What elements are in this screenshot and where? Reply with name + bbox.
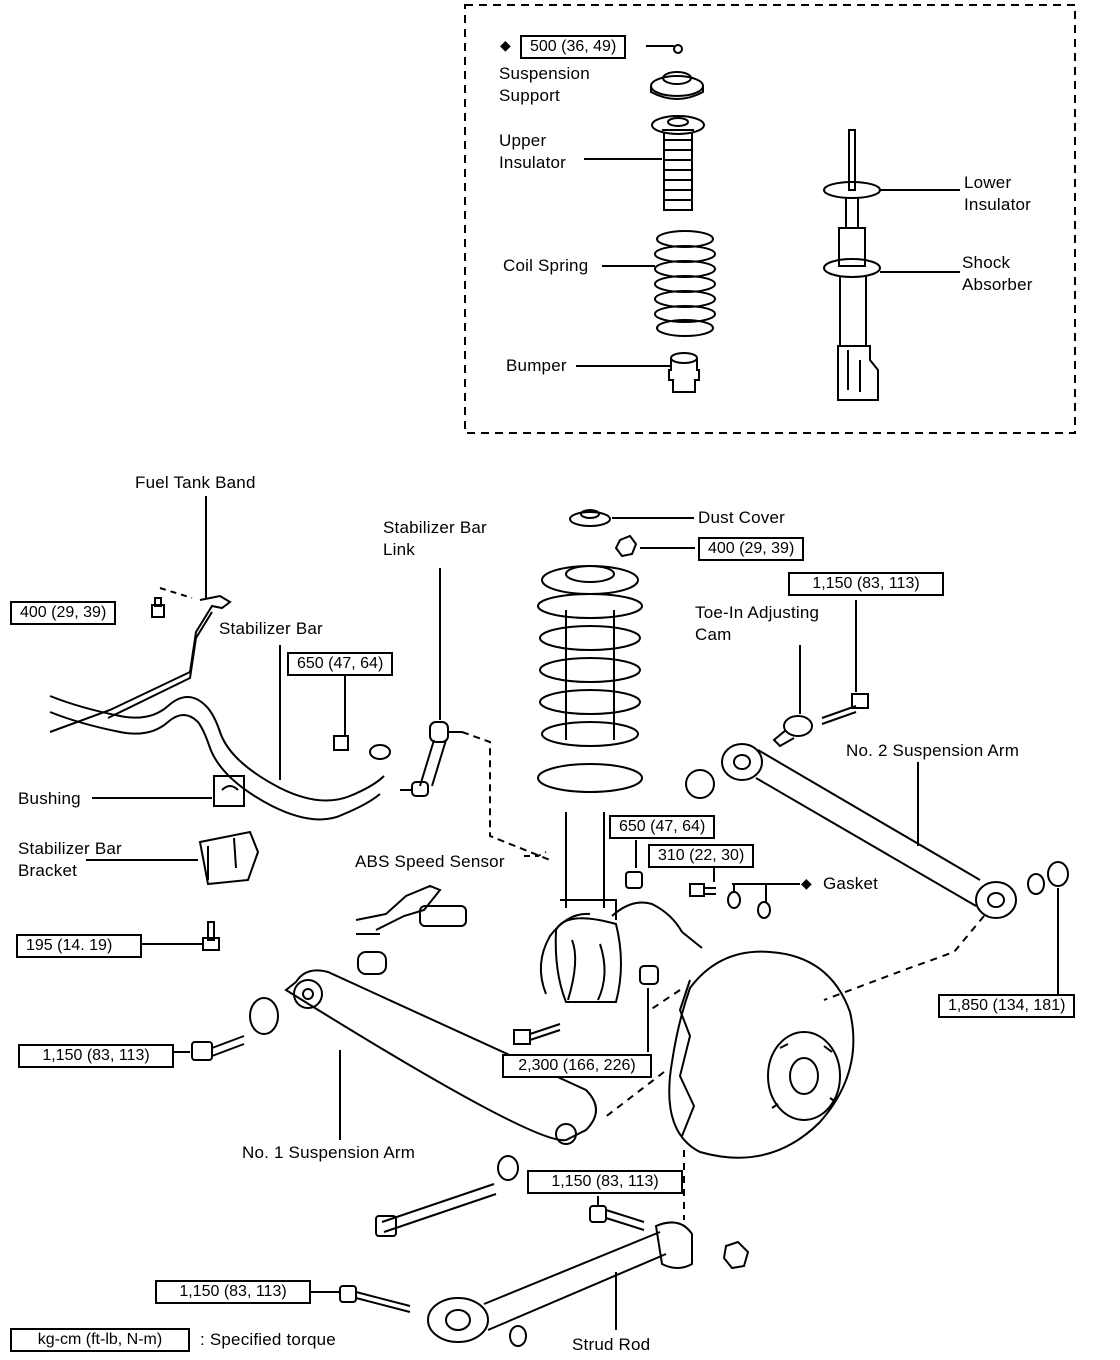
label-stabilizer-bar-link-2: Link <box>383 540 415 559</box>
torque-suspension-support: 500 (36, 49) <box>520 35 627 59</box>
rod-front-end-bolt <box>339 1285 411 1313</box>
label-lower-insulator-1: Lower <box>964 173 1012 192</box>
torque-no2-end: 1,850 (134, 181) <box>938 994 1076 1018</box>
label-fuel-tank-band: Fuel Tank Band <box>135 473 256 492</box>
leader-gasket <box>732 883 800 902</box>
label-suspension-support-1: Suspension <box>499 64 590 83</box>
label-shock-absorber-2: Absorber <box>962 275 1033 294</box>
inset-bumper <box>668 352 700 393</box>
knuckle-bolt <box>513 1023 561 1045</box>
legend-specified-torque: : Specified torque <box>200 1330 336 1349</box>
torque-stab-link: 650 (47, 64) <box>287 652 394 676</box>
no1-suspension-arm <box>249 969 597 1145</box>
strud-rod <box>427 1221 693 1347</box>
stabilizer-bar <box>49 695 391 821</box>
label-bushing: Bushing <box>18 789 81 808</box>
strud-rod-nut <box>722 1240 750 1270</box>
label-bumper: Bumper <box>506 356 567 375</box>
strud-rod-front-bolt <box>375 1155 519 1237</box>
sensor-bolt <box>689 883 716 897</box>
label-upper-insulator-2: Insulator <box>499 153 567 172</box>
label-lower-insulator-2: Insulator <box>964 195 1032 214</box>
torque-fuel-band: 400 (29, 39) <box>10 601 117 625</box>
inset-suspension-support <box>650 71 704 100</box>
bracket-bolt <box>202 921 220 951</box>
stabilizer-bar-bracket <box>198 830 260 886</box>
no1-bolt <box>191 1035 245 1061</box>
stab-nut <box>333 735 349 751</box>
toe-cam-bolt <box>821 693 869 725</box>
label-stabilizer-bar-link-1: Stabilizer Bar <box>383 518 487 537</box>
label-no1-arm: No. 1 Suspension Arm <box>242 1143 416 1162</box>
dust-cover <box>569 509 611 527</box>
torque-rod-rear: 1,150 (83, 113) <box>527 1170 683 1194</box>
label-coil-spring: Coil Spring <box>503 256 589 275</box>
label-gasket: Gasket <box>823 874 879 893</box>
label-toe-in-cam-2: Cam <box>695 625 732 644</box>
torque-rod-front: 1,150 (83, 113) <box>155 1280 311 1304</box>
diamond-mark-gasket: ◆ <box>801 875 812 891</box>
inset-coil-spring <box>654 230 716 337</box>
label-suspension-support-2: Support <box>499 86 560 105</box>
label-bracket-1: Stabilizer Bar <box>18 839 122 858</box>
label-dust-cover: Dust Cover <box>698 508 786 527</box>
torque-toe-cam: 1,150 (83, 113) <box>788 572 944 596</box>
label-strud-rod: Strud Rod <box>572 1335 651 1354</box>
axle-hub <box>668 950 855 1159</box>
strut-mid-nut <box>625 871 643 889</box>
legend-unit-box: kg-cm (ft-lb, N-m) <box>10 1328 190 1352</box>
torque-strut-mid: 650 (47, 64) <box>609 815 716 839</box>
knuckle-nut <box>639 965 659 985</box>
diamond-mark: ◆ <box>500 37 511 53</box>
stabilizer-bar-link <box>400 721 551 861</box>
inset-shock-absorber <box>823 129 881 401</box>
label-toe-in-cam-1: Toe-In Adjusting <box>695 603 820 622</box>
torque-sensor: 310 (22, 30) <box>648 844 755 868</box>
label-abs-sensor: ABS Speed Sensor <box>355 852 505 871</box>
gasket <box>727 891 771 919</box>
inset-upper-insulator <box>651 115 705 211</box>
label-bracket-2: Bracket <box>18 861 78 880</box>
label-stabilizer-bar: Stabilizer Bar <box>219 619 323 638</box>
strut-assembly <box>537 565 643 1003</box>
fuel-tank-band <box>49 587 232 733</box>
no2-suspension-arm <box>685 743 1069 919</box>
bushing <box>213 775 245 807</box>
inset-frame <box>464 4 1076 434</box>
strud-rod-rear-bolt <box>589 1205 645 1231</box>
abs-wire <box>539 901 703 995</box>
torque-knuckle: 2,300 (166, 226) <box>502 1054 652 1078</box>
abs-speed-sensor <box>355 884 467 935</box>
inset-nut <box>673 44 683 54</box>
strut-top-nut <box>614 534 638 558</box>
label-upper-insulator-1: Upper <box>499 131 547 150</box>
label-shock-absorber-1: Shock <box>962 253 1011 272</box>
torque-no1-bolt: 1,150 (83, 113) <box>18 1044 174 1068</box>
toe-in-adjusting-cam <box>772 715 813 748</box>
torque-strut-top: 400 (29, 39) <box>698 537 805 561</box>
label-no2-arm: No. 2 Suspension Arm <box>846 741 1020 760</box>
bushing-small <box>357 951 387 975</box>
fuel-band-bolt <box>151 597 165 618</box>
torque-bracket: 195 (14. 19) <box>16 934 142 958</box>
